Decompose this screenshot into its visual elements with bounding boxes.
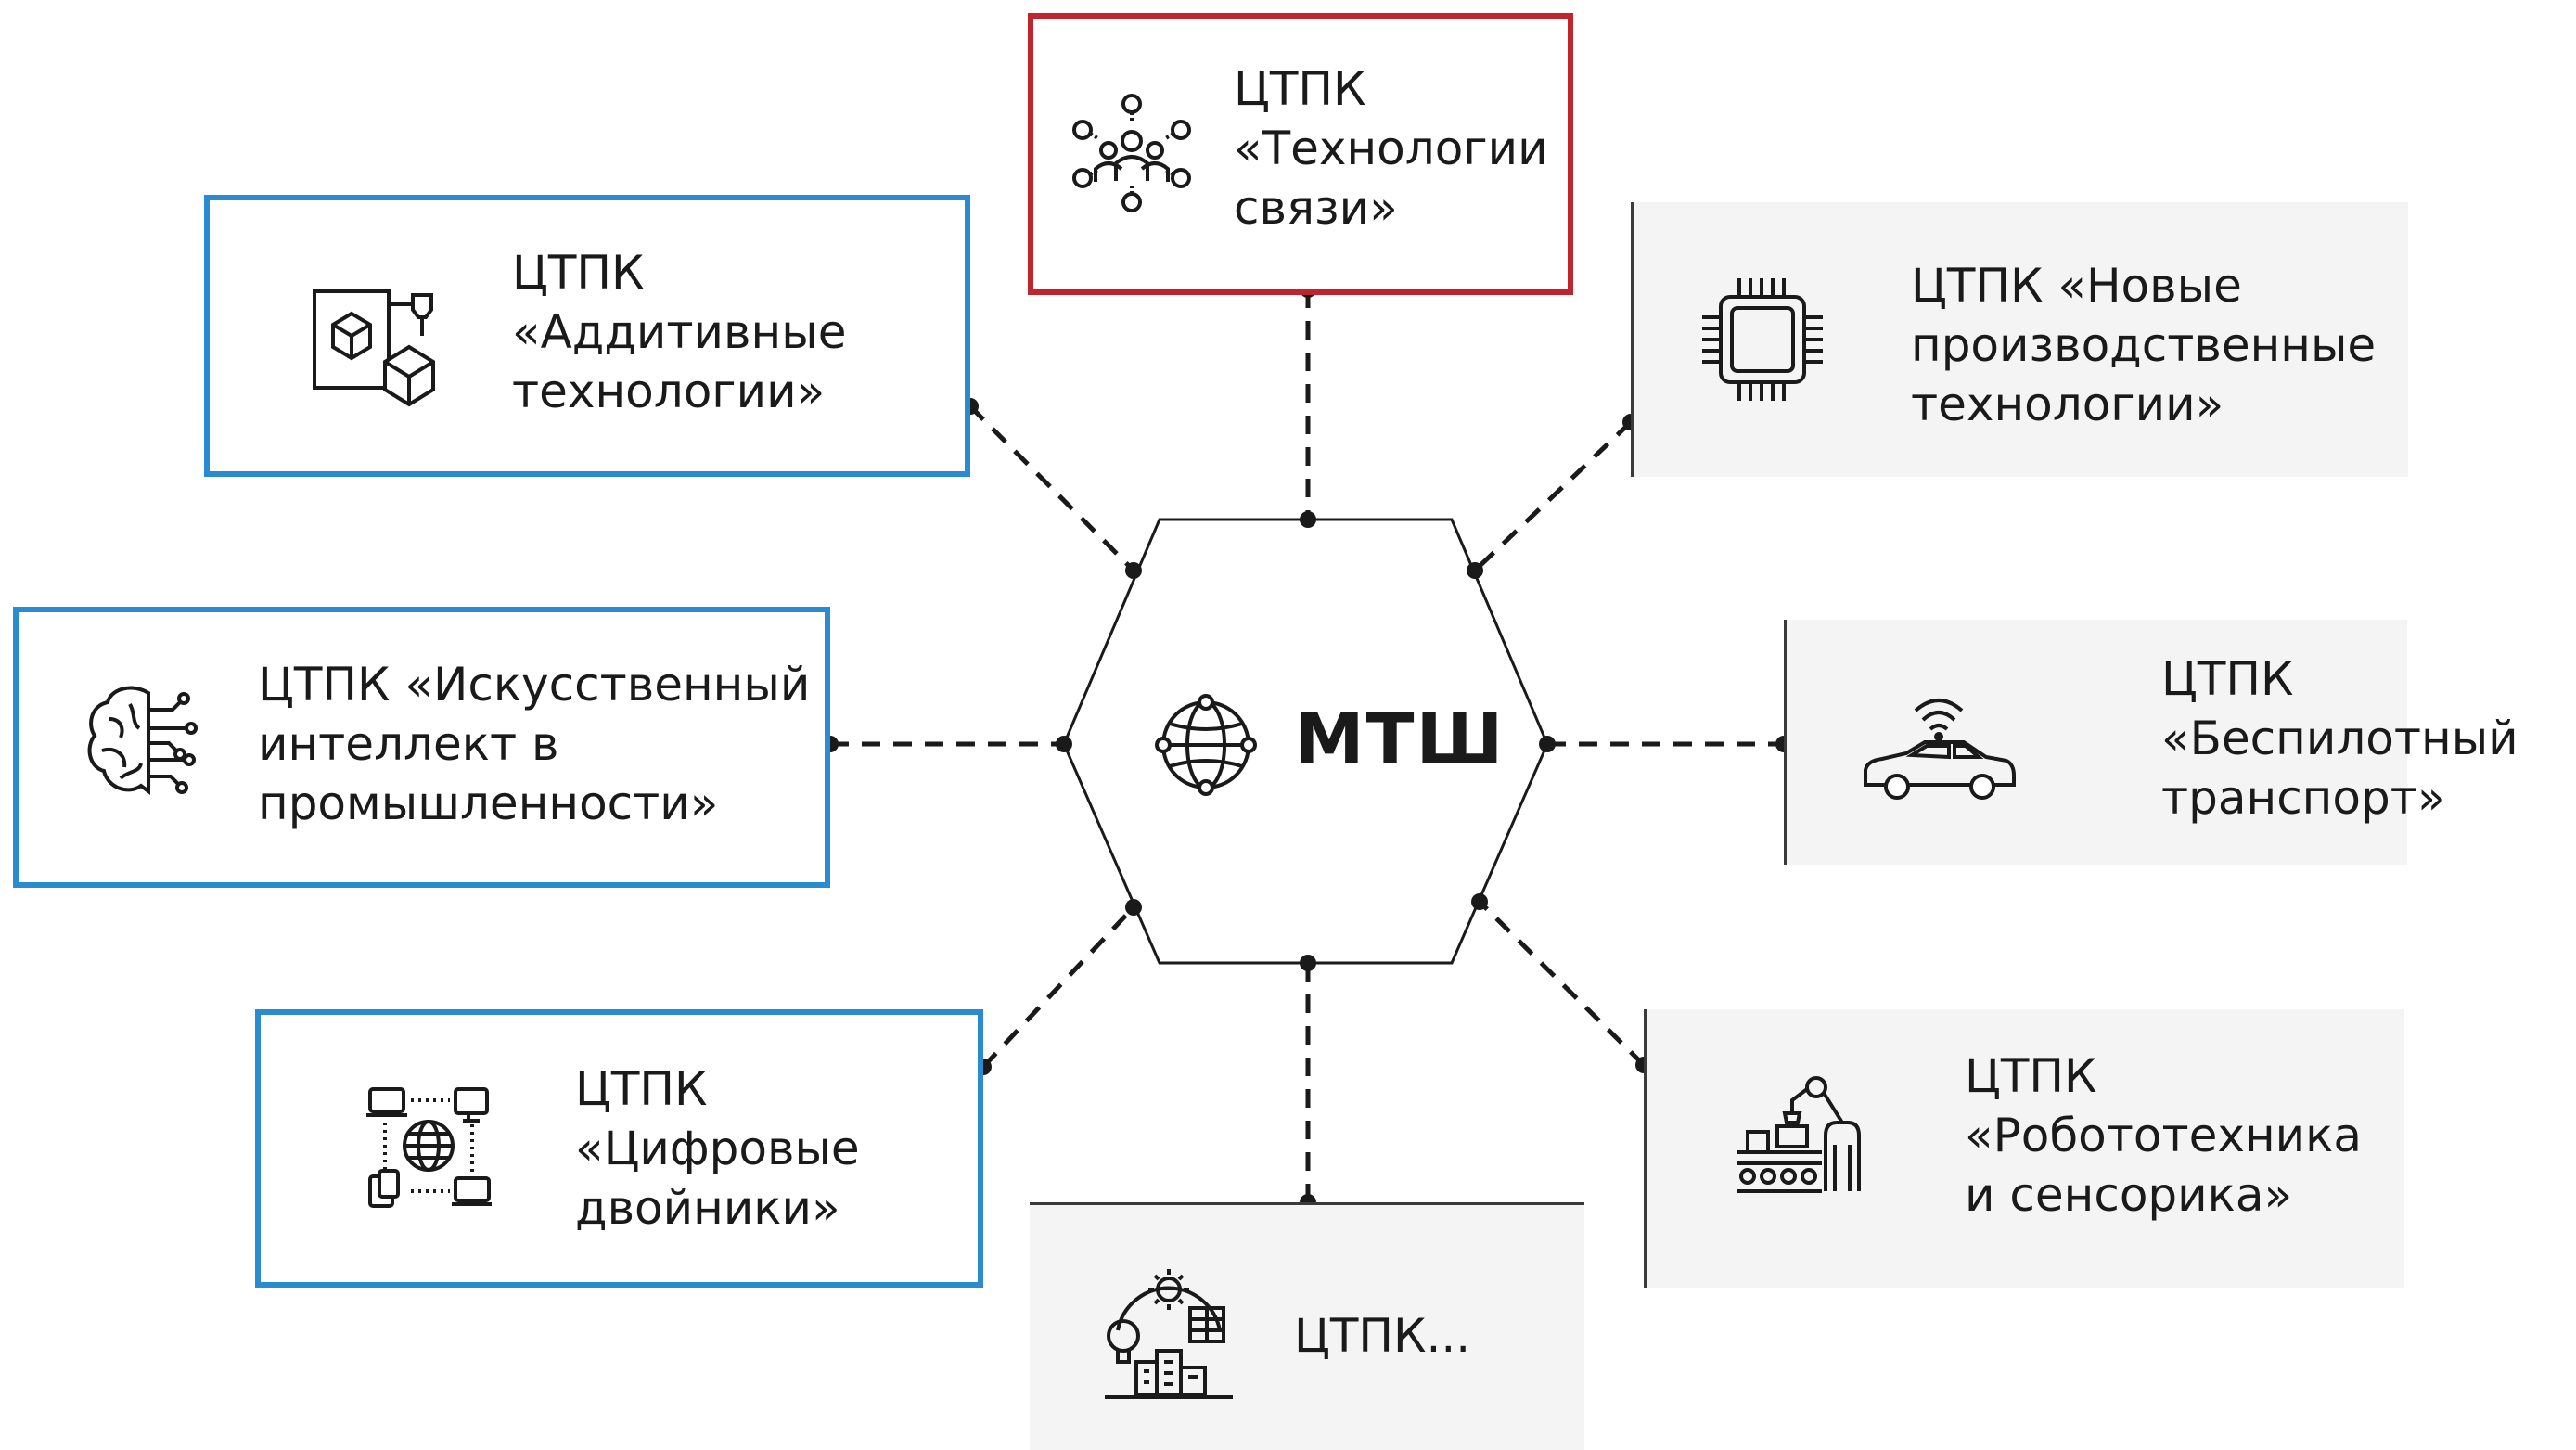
devices-globe-icon bbox=[366, 1084, 492, 1209]
node-other-label: ЦТПК... bbox=[1294, 1309, 1471, 1363]
connected-car-icon bbox=[1860, 687, 2018, 807]
connector-robotics bbox=[1478, 900, 1646, 1067]
node-other[interactable] bbox=[1030, 1202, 1584, 1450]
microchip-icon bbox=[1702, 275, 1823, 404]
node-unmanned[interactable] bbox=[1784, 620, 2407, 865]
node-additive[interactable] bbox=[204, 195, 970, 477]
node-manufacturing-label: ЦТПК «Новые производственные технологии» bbox=[1911, 259, 2377, 431]
node-communications[interactable] bbox=[1028, 13, 1573, 295]
node-communications-label: ЦТПК «Технологии связи» bbox=[1234, 62, 1548, 235]
brain-circuit-icon bbox=[83, 682, 213, 802]
connector-manufacturing bbox=[1473, 420, 1633, 572]
center-title: МТШ bbox=[1294, 698, 1506, 780]
3d-printer-cube-icon bbox=[311, 288, 441, 408]
node-robotics-label: ЦТПК «Робототехника и сенсорика» bbox=[1965, 1049, 2362, 1222]
node-digital-twins-label: ЦТПК «Цифровые двойники» bbox=[575, 1062, 860, 1235]
node-unmanned-label: ЦТПК «Беспилотный транспорт» bbox=[2161, 652, 2518, 825]
node-digital-twins[interactable] bbox=[255, 1009, 983, 1288]
node-additive-label: ЦТПК «Аддитивные технологии» bbox=[512, 246, 847, 418]
connector-additive bbox=[968, 404, 1135, 572]
node-ai-label: ЦТПК «Искусственный интеллект в промышле… bbox=[258, 658, 811, 830]
globe-network-icon bbox=[1155, 694, 1257, 796]
robot-arm-icon bbox=[1733, 1074, 1872, 1195]
connector-digital-twins bbox=[981, 905, 1135, 1069]
node-robotics[interactable] bbox=[1644, 1009, 2404, 1288]
node-manufacturing[interactable] bbox=[1631, 202, 2408, 477]
team-network-icon bbox=[1071, 93, 1192, 213]
smart-city-icon bbox=[1099, 1262, 1238, 1401]
